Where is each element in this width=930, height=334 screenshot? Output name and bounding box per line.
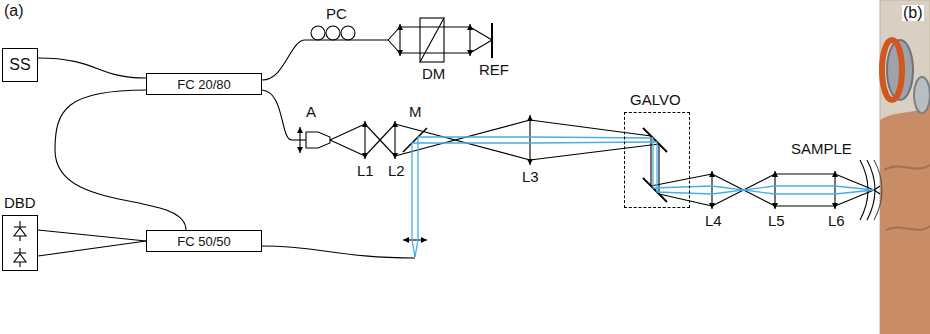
fiber-line [38,58,146,78]
part-label: PC [325,6,348,21]
box-label: SS [9,57,30,73]
part-label: L6 [827,213,846,228]
box-label: FC 20/80 [177,78,230,91]
box-heading: DBD [3,195,37,210]
part-label: M [408,104,423,119]
part-label: L3 [521,169,540,184]
fiber-line [38,241,146,256]
part-label: DM [421,66,446,81]
source-box: SS [2,48,38,82]
photodiode-symbol [14,221,26,267]
panel-label: (b) [902,5,924,21]
box-heading: GALVO [629,92,682,107]
panel-label: (a) [3,3,25,19]
box-label: FC 50/50 [177,235,230,248]
fiber-line [55,90,186,230]
part-label: REF [478,62,510,77]
fiber-line [38,230,146,241]
blue-beam [412,137,874,257]
part-label: L1 [356,163,375,178]
galvo-box: GALVO [624,112,690,208]
detector-box: DBD [2,215,38,271]
part-label: L5 [767,213,786,228]
sample-arm [262,90,882,258]
part-label: A [305,104,317,119]
part-label: SAMPLE [790,141,853,156]
part-label: L2 [387,163,406,178]
coupler-box: FC 20/80 [146,73,262,95]
reference-arm [262,18,492,80]
photo-panel [880,0,930,334]
coupler-box: FC 50/50 [146,230,262,252]
part-label: L4 [704,213,723,228]
